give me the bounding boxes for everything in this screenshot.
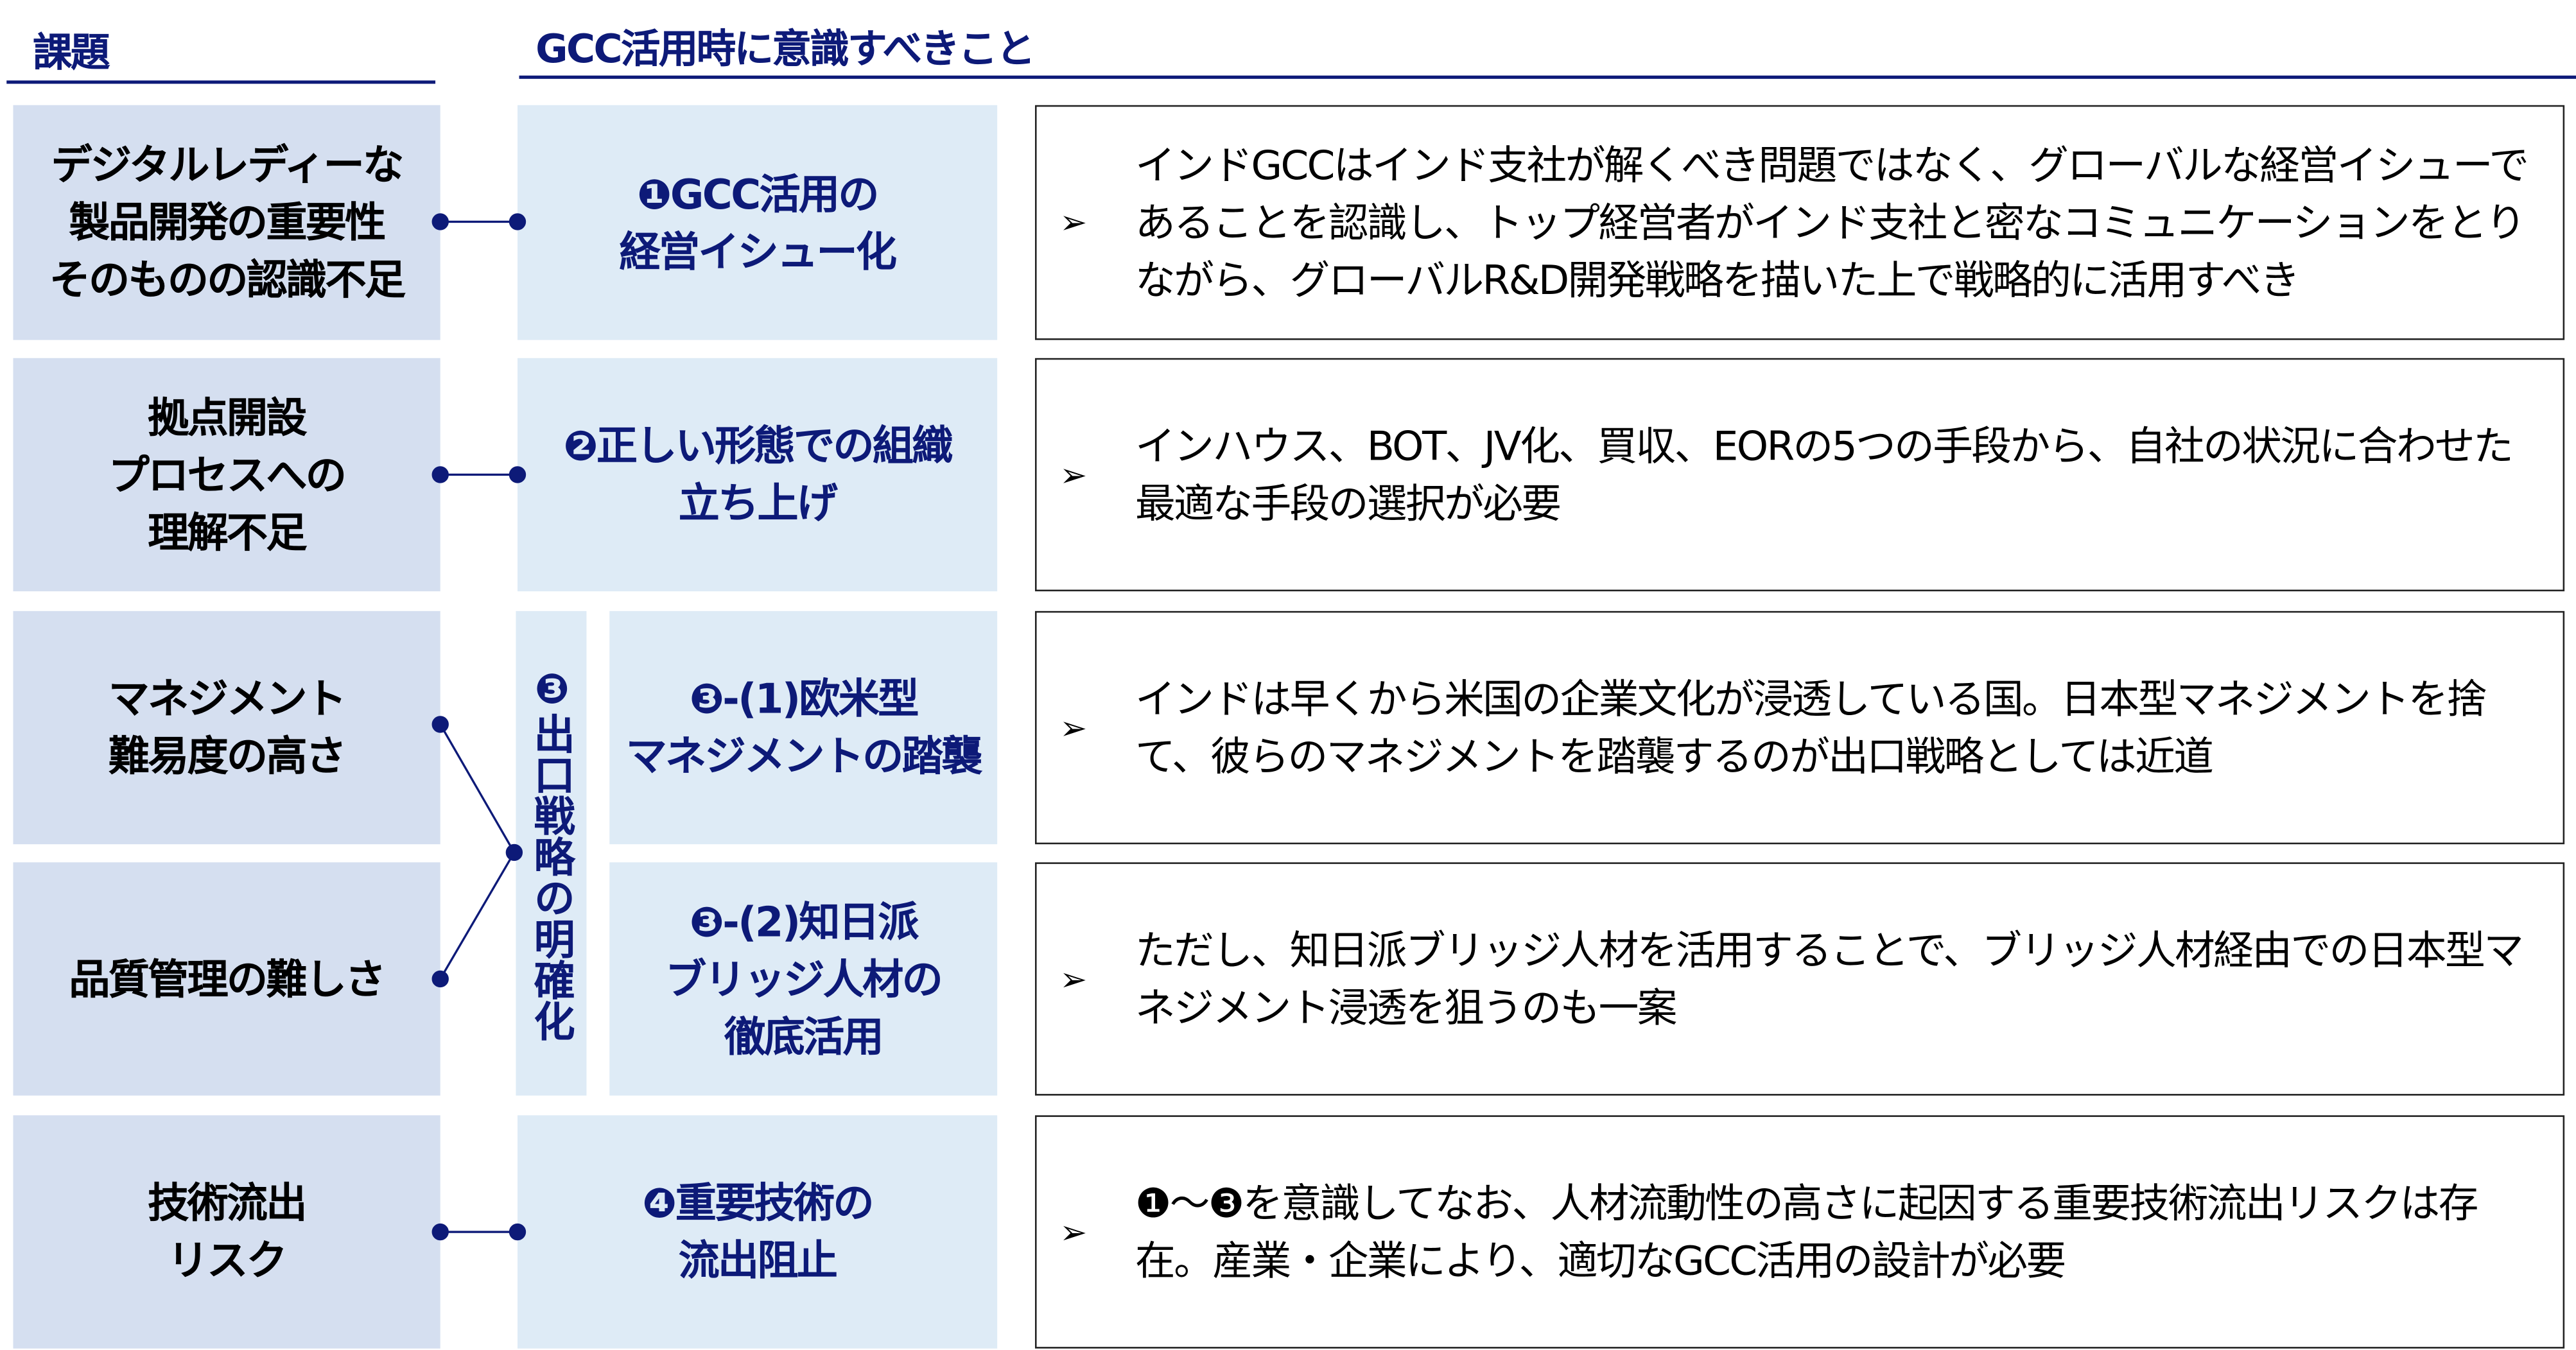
issue-line: 拠点開設 xyxy=(148,393,307,442)
detail-box-3: ➢ インドは早くから米国の企業文化が浸透している国。日本型マネジメントを捨て、彼… xyxy=(1034,610,2565,845)
point-line: ❷正しい形態での組織 xyxy=(563,422,953,470)
issue-box-1: デジタルレディーな製品開発の重要性そのものの認識不足 xyxy=(13,105,440,340)
issue-box-2: 拠点開設プロセスへの理解不足 xyxy=(13,358,440,592)
issue-line: デジタルレディーな xyxy=(51,141,405,189)
connector-dot xyxy=(431,213,449,230)
point-line: ブリッジ人材の xyxy=(665,955,943,1003)
connector-dot xyxy=(431,1223,449,1241)
arrow-bullet-icon: ➢ xyxy=(1059,202,1087,242)
point-box-4: ❹重要技術の流出阻止 xyxy=(517,1115,998,1349)
issues-header: 課題 xyxy=(33,30,110,76)
detail-box-4: ➢ ただし、知日派ブリッジ人材を活用することで、ブリッジ人材経由での日本型マネジ… xyxy=(1034,862,2565,1096)
detail-text: インドは早くから米国の企業文化が浸透している国。日本型マネジメントを捨て、彼らの… xyxy=(1135,675,2487,781)
point-line: ❹重要技術の xyxy=(642,1179,874,1227)
issue-line: プロセスへの xyxy=(108,451,347,499)
detail-text: ただし、知日派ブリッジ人材を活用することで、ブリッジ人材経由での日本型マネジメン… xyxy=(1135,926,2524,1032)
detail-box-1: ➢ インドGCCはインド支社が解くべき問題ではなく、グローバルな経営イシューであ… xyxy=(1034,105,2565,340)
detail-box-5: ➢ ❶〜❸を意識してなお、人材流動性の高さに起因する重要技術流出リスクは存在。産… xyxy=(1034,1115,2565,1349)
considerations-header: GCC活用時に意識すべきこと xyxy=(535,26,1035,73)
connector-dot xyxy=(431,970,449,988)
point-line: 徹底活用 xyxy=(724,1012,883,1060)
connector-line xyxy=(439,852,516,980)
connector-dot xyxy=(505,844,523,861)
issue-line: そのものの認識不足 xyxy=(49,256,406,304)
arrow-bullet-icon: ➢ xyxy=(1059,958,1087,998)
point-line: ❶GCC活用の xyxy=(637,169,879,218)
connector-dot xyxy=(431,466,449,483)
issue-line: 品質管理の難しさ xyxy=(69,955,386,1003)
issue-box-4: 品質管理の難しさ xyxy=(13,862,440,1096)
issue-box-3: マネジメント難易度の高さ xyxy=(13,610,440,845)
connector-dot xyxy=(431,716,449,733)
issues-header-rule xyxy=(6,80,436,84)
arrow-bullet-icon: ➢ xyxy=(1059,454,1087,494)
issue-box-5: 技術流出リスク xyxy=(13,1115,440,1349)
exit-strategy-group-box: ❸出口戦略の明確化 xyxy=(516,610,587,1096)
arrow-bullet-icon: ➢ xyxy=(1059,1211,1087,1251)
considerations-header-rule xyxy=(519,75,2576,79)
connector-dot xyxy=(509,466,527,483)
connector-dot xyxy=(509,213,527,230)
issue-line: 理解不足 xyxy=(148,508,307,557)
detail-text: インドGCCはインド支社が解くべき問題ではなく、グローバルな経営イシューであるこ… xyxy=(1135,141,2529,304)
point-box-1: ❶GCC活用の経営イシュー化 xyxy=(517,105,998,340)
point-line: ❸-(2)知日派 xyxy=(689,897,919,946)
issue-line: 技術流出 xyxy=(148,1179,307,1227)
connector-line xyxy=(439,723,516,853)
arrow-bullet-icon: ➢ xyxy=(1059,707,1087,747)
detail-text: ❶〜❸を意識してなお、人材流動性の高さに起因する重要技術流出リスクは存在。産業・… xyxy=(1135,1179,2478,1285)
detail-text: インハウス、BOT、JV化、買収、EORの5つの手段から、自社の状況に合わせた最… xyxy=(1135,422,2514,528)
issue-line: リスク xyxy=(167,1236,288,1285)
issue-line: 難易度の高さ xyxy=(108,732,347,781)
point-line: マネジメントの踏襲 xyxy=(625,732,982,781)
exit-strategy-label: ❸出口戦略の明確化 xyxy=(528,665,576,1042)
connector-dot xyxy=(509,1223,527,1241)
point-box-3-1: ❸-(1)欧米型マネジメントの踏襲 xyxy=(609,610,998,845)
point-box-2: ❷正しい形態での組織立ち上げ xyxy=(517,358,998,592)
point-line: 立ち上げ xyxy=(678,480,838,528)
detail-box-2: ➢ インハウス、BOT、JV化、買収、EORの5つの手段から、自社の状況に合わせ… xyxy=(1034,358,2565,592)
issue-line: 製品開発の重要性 xyxy=(69,198,386,247)
point-box-3-2: ❸-(2)知日派ブリッジ人材の徹底活用 xyxy=(609,862,998,1096)
point-line: ❸-(1)欧米型 xyxy=(689,675,919,723)
point-line: 経営イシュー化 xyxy=(619,227,897,275)
issue-line: マネジメント xyxy=(108,675,347,723)
point-line: 流出阻止 xyxy=(678,1236,838,1285)
